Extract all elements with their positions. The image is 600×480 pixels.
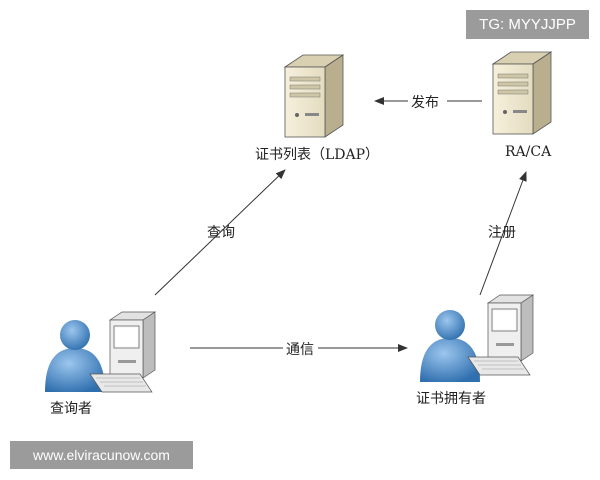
querier-group [45, 311, 157, 393]
computer-icon [467, 294, 535, 376]
server-icon [283, 54, 345, 138]
query-label: 查询 [207, 225, 235, 241]
watermark-top-right: TG: MYYJJPP [466, 10, 589, 39]
person-icon [420, 310, 480, 382]
watermark-bottom-left: www.elviracunow.com [10, 441, 193, 469]
cert-list-label: 证书列表（LDAP） [255, 147, 380, 163]
register-arrow [479, 171, 527, 296]
ra-ca-label: RA/CA [505, 144, 552, 160]
computer-icon [89, 311, 157, 393]
arrows [154, 97, 527, 352]
person-icon [45, 320, 105, 392]
publish-label: 发布 [411, 95, 439, 111]
register-label: 注册 [488, 225, 516, 241]
querier-label: 查询者 [50, 401, 92, 417]
cert-holder-label: 证书拥有者 [416, 391, 486, 407]
communicate-label: 通信 [286, 342, 314, 358]
query-arrow [154, 169, 286, 296]
cert-holder-group [420, 294, 535, 382]
server-icon [491, 51, 553, 135]
